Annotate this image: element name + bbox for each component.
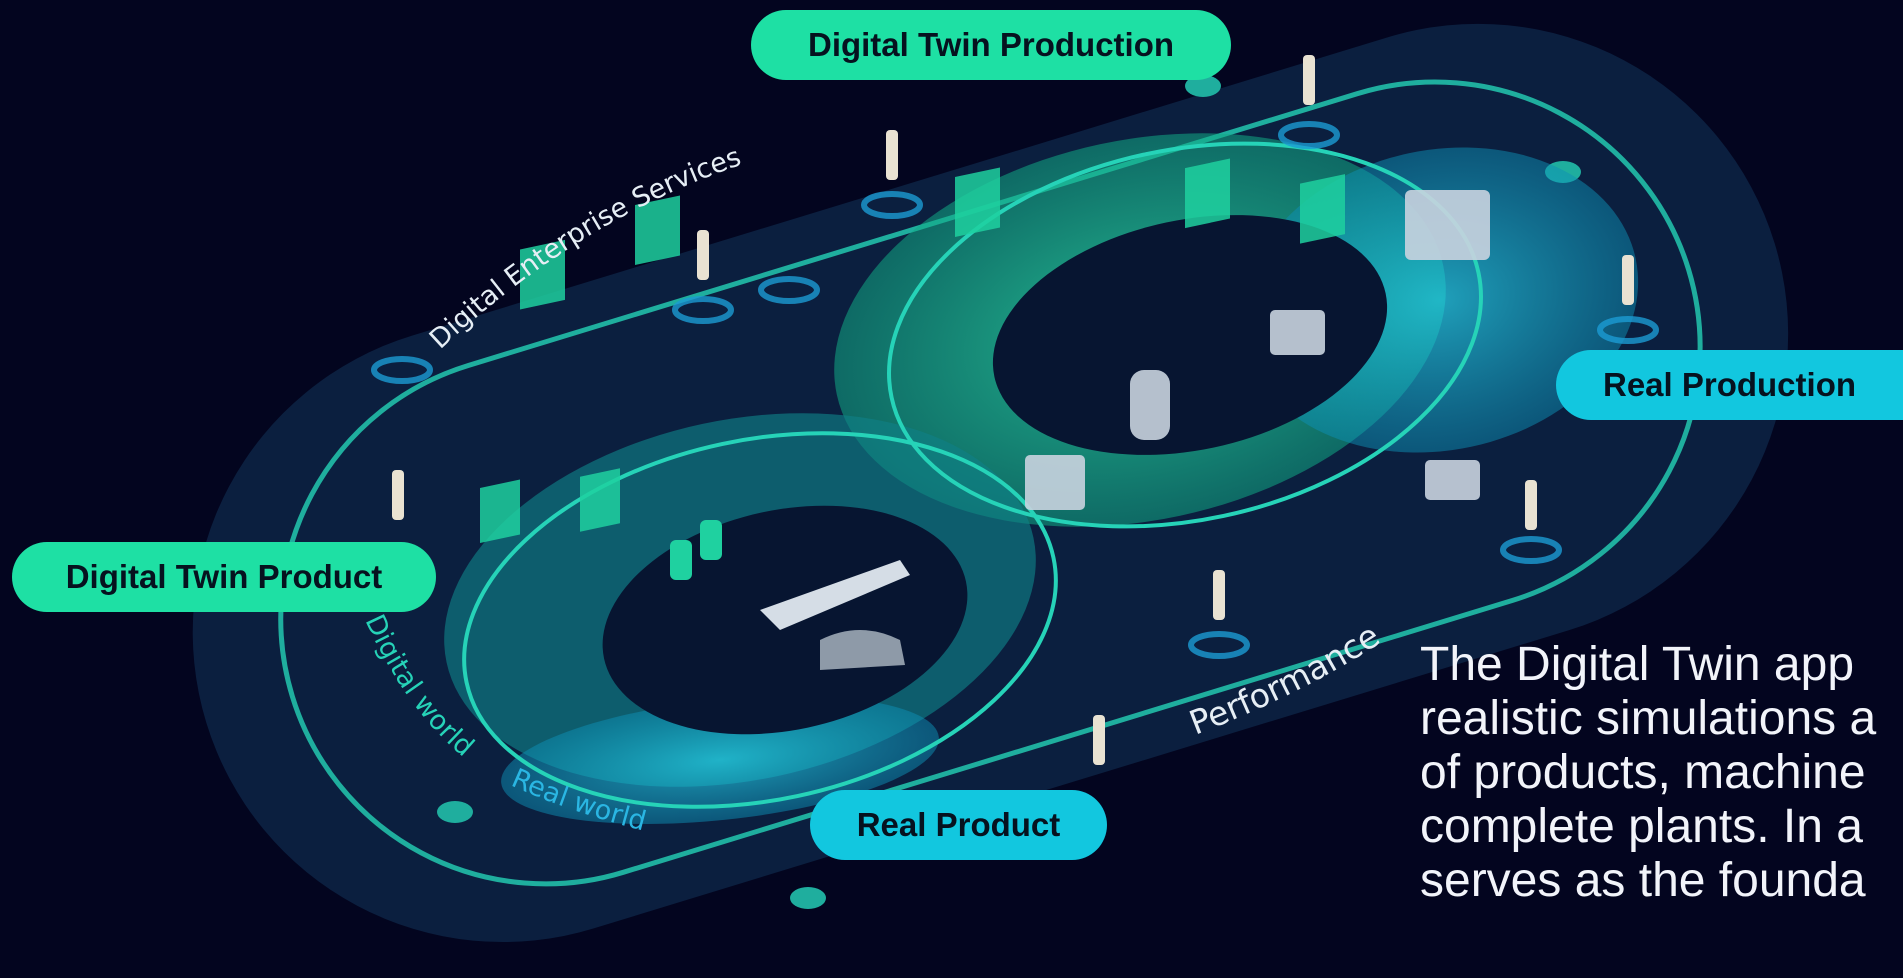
caption-line: realistic simulations a — [1420, 692, 1877, 745]
real-production-pill: Real Production — [1556, 350, 1903, 420]
people — [371, 55, 1659, 765]
production-core — [992, 215, 1388, 455]
caption-line: of products, machine — [1420, 746, 1866, 799]
products — [670, 520, 910, 670]
digital-twin-production-pill: Digital Twin Production — [751, 10, 1231, 80]
figure-eight-rings — [462, 141, 1483, 809]
caption-text: The Digital Twin app realistic simulatio… — [1420, 638, 1903, 908]
workstation-screens — [480, 158, 1345, 543]
caption-line: The Digital Twin app — [1420, 638, 1855, 691]
caption-line: serves as the founda — [1420, 854, 1866, 907]
machines — [1025, 190, 1490, 510]
caption-line: complete plants. In a — [1420, 800, 1863, 853]
real-product-pill: Real Product — [810, 790, 1107, 860]
digital-twin-product-pill: Digital Twin Product — [12, 542, 436, 612]
